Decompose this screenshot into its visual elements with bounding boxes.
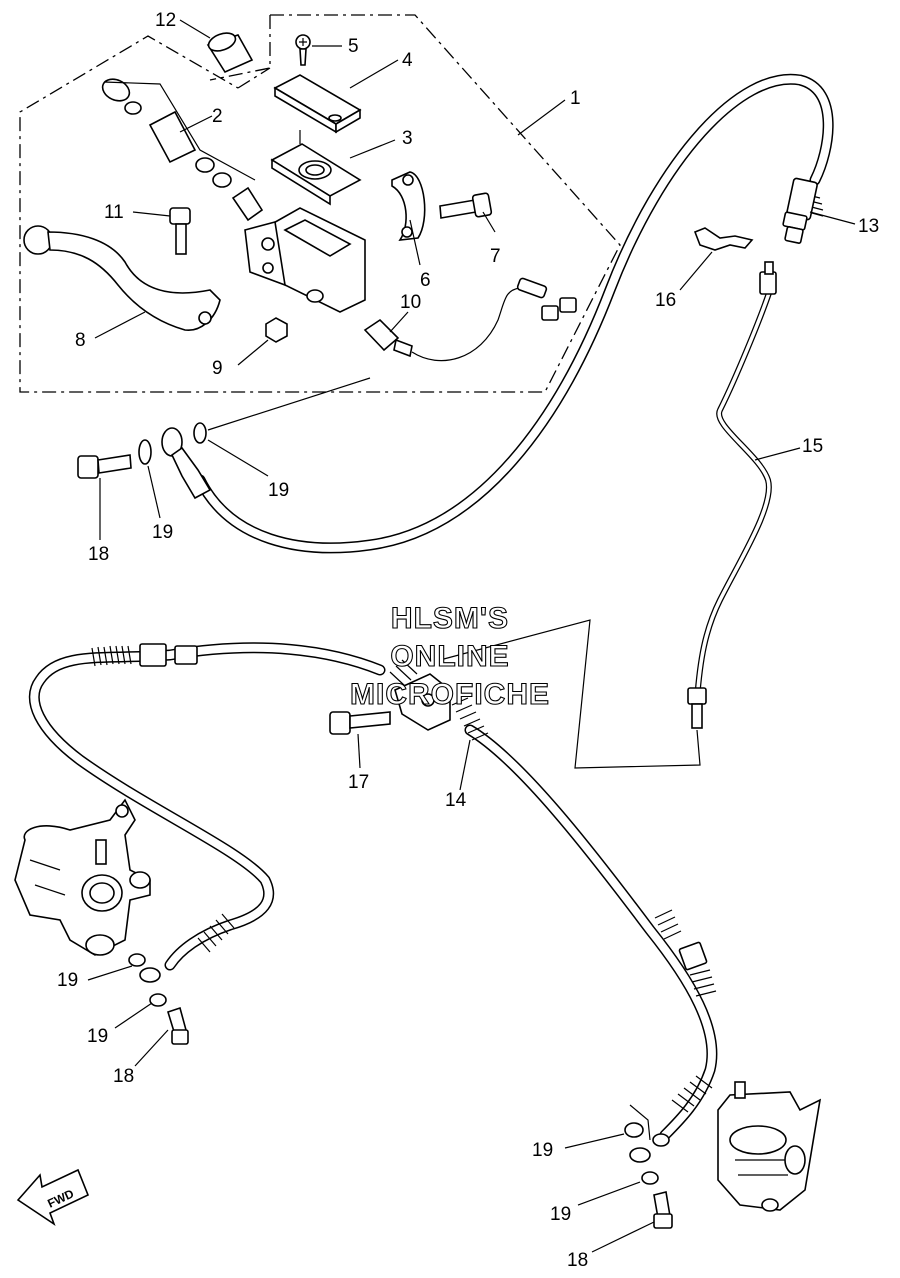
- watermark-line1: HLSM'S: [391, 602, 509, 635]
- connection-leader-15-14: [439, 619, 701, 769]
- left-brake-caliper: [14, 798, 151, 956]
- callout-19-upper-left: 19: [152, 522, 173, 543]
- callout-12: 12: [155, 10, 176, 31]
- callout-9: 9: [212, 358, 223, 379]
- callout-3: 3: [402, 128, 413, 149]
- brake-switch-10: [363, 277, 577, 362]
- callout-18-left: 18: [113, 1066, 134, 1087]
- callout-6: 6: [420, 270, 431, 291]
- fwd-arrow: FWD: [16, 1168, 90, 1227]
- dust-boot-12: [206, 32, 254, 74]
- right-brake-caliper: [717, 1081, 822, 1212]
- piston-kit-2: [101, 78, 264, 222]
- watermark-line2: ONLINE: [390, 640, 509, 673]
- callout-19-right-1: 19: [532, 1140, 553, 1161]
- callout-11: 11: [104, 202, 124, 223]
- handlebar-clamp-6: [391, 171, 426, 241]
- callout-2: 2: [212, 106, 223, 127]
- callout-15: 15: [802, 436, 823, 457]
- callout-18-right: 18: [567, 1250, 588, 1271]
- callout-19-left-1: 19: [57, 970, 78, 991]
- callout-19-upper-right: 19: [268, 480, 289, 501]
- callout-16: 16: [655, 290, 676, 311]
- callout-14: 14: [445, 790, 467, 811]
- reservoir-cap-4: [273, 74, 362, 134]
- pivot-bolt-11: [169, 207, 191, 255]
- upper-banjo-assembly: [77, 377, 371, 500]
- callout-10: 10: [400, 292, 421, 313]
- joint-bolt-17: [329, 711, 391, 735]
- left-banjo-hardware: [128, 953, 189, 1045]
- right-banjo-hardware: [624, 1104, 673, 1229]
- watermark: HLSM'S ONLINE MICROFICHE: [349, 601, 550, 711]
- callout-1: 1: [570, 88, 581, 109]
- callout-19-left-2: 19: [87, 1026, 108, 1047]
- callout-8: 8: [75, 330, 86, 351]
- callout-18-upper: 18: [88, 544, 109, 565]
- watermark-line3: MICROFICHE: [350, 678, 550, 711]
- callout-17: 17: [348, 772, 369, 793]
- reservoir-group-outline: [237, 67, 271, 89]
- callout-labels: 1 2 3 4 5 6 7 8 9 10 11 12 13 14 15 16 1…: [57, 10, 879, 1271]
- callout-13: 13: [858, 216, 879, 237]
- callout-4: 4: [402, 50, 413, 71]
- brake-lever-8: [23, 225, 221, 331]
- screw-5: [295, 34, 311, 66]
- master-cylinder-body: [244, 207, 366, 313]
- callout-19-right-2: 19: [550, 1204, 571, 1225]
- callout-7: 7: [490, 246, 501, 267]
- callout-leaders: [87, 19, 856, 1253]
- clamp-bolt-7: [439, 192, 493, 219]
- lower-brake-hose-14: [28, 642, 718, 1141]
- diaphragm-3: [270, 130, 362, 206]
- union-bolt-fitting-13: [782, 177, 818, 244]
- nut-9: [265, 317, 288, 343]
- master-cylinder-assembly-outline: [19, 14, 621, 393]
- callout-5: 5: [348, 36, 359, 57]
- brake-pipe-15: [687, 261, 777, 729]
- hose-clip-16: [693, 227, 754, 251]
